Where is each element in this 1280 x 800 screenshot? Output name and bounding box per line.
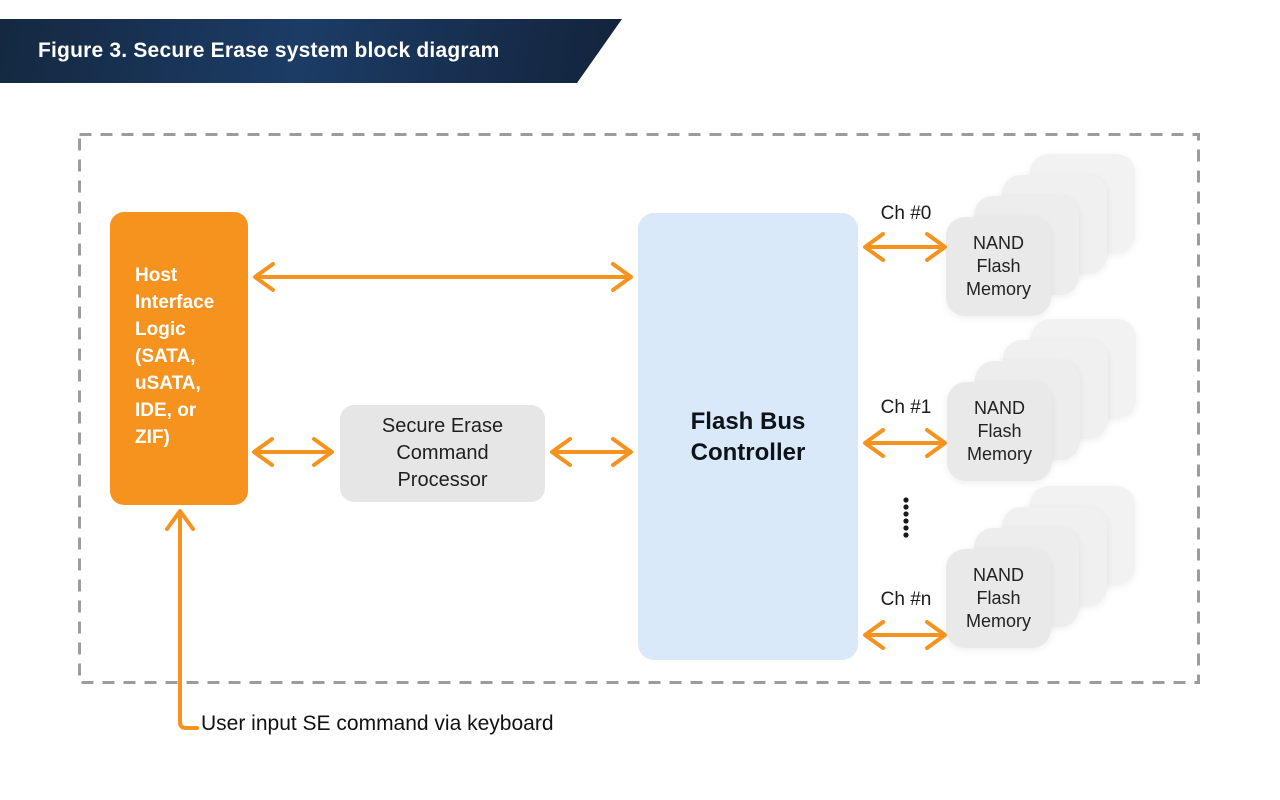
nand-memory-label-ch1: NAND Flash Memory [966,398,1032,464]
secure-erase-command-processor-block: Secure Erase Command Processor [340,405,545,502]
nand-stack-ch1: NAND Flash Memory [947,319,1136,481]
nand-stack-ch0: NAND Flash Memory [946,154,1135,316]
flash-bus-controller-block: Flash Bus Controller [638,213,858,660]
nand-stack-chn: NAND Flash Memory [946,486,1135,648]
nand-memory-label-ch0: NAND Flash Memory [965,233,1031,299]
host-interface-label: Host Interface Logic (SATA, uSATA, IDE, … [135,265,215,448]
arrow-host-to-controller [253,262,633,292]
keyboard-input-caption: User input SE command via keyboard [201,712,554,735]
arrow-host-to-processor [252,437,334,467]
figure-title-banner: Figure 3. Secure Erase system block diag… [0,19,622,83]
channel-label-chn: Ch #n [880,589,932,610]
arrow-channel-1 [863,428,947,458]
arrow-channel-n [863,620,947,650]
host-interface-block: Host Interface Logic (SATA, uSATA, IDE, … [110,212,248,505]
command-processor-label: Secure Erase Command Processor [381,415,504,491]
channel-label-ch0: Ch #0 [880,203,932,224]
flash-bus-controller-label: Flash Bus Controller [690,407,806,466]
nand-memory-label-chn: NAND Flash Memory [965,565,1031,631]
nand-card-front: NAND Flash Memory [946,549,1051,648]
nand-card-front: NAND Flash Memory [947,382,1052,481]
channel-ellipsis-dots [903,497,909,538]
arrow-channel-0 [863,232,947,262]
nand-card-front: NAND Flash Memory [946,217,1051,316]
arrow-processor-to-controller [550,437,633,467]
arrow-keyboard-input [165,509,199,730]
figure-title: Figure 3. Secure Erase system block diag… [38,39,500,62]
channel-label-ch1: Ch #1 [880,397,932,418]
